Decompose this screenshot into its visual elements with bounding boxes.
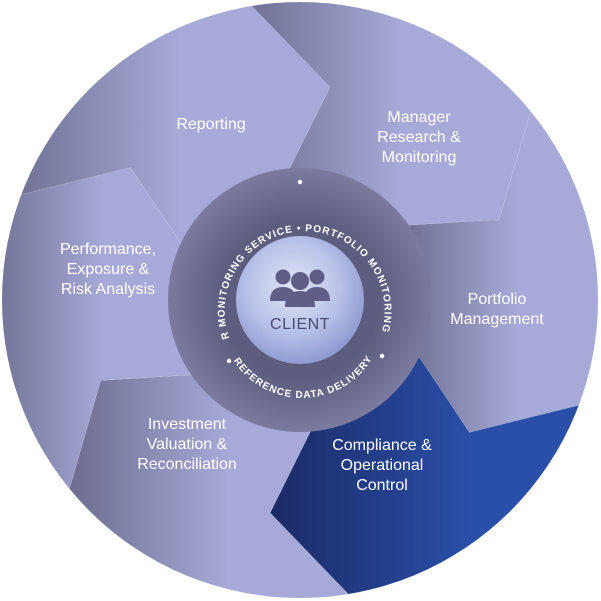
segment-label-line: Investment — [148, 416, 227, 433]
people-group-icon — [270, 269, 330, 307]
segment-performance-label: Performance, Exposure & Risk Analysis — [60, 241, 156, 298]
ring-separator-dot — [226, 358, 232, 364]
segment-label-line: Research & — [377, 129, 461, 146]
segment-label-line: Risk Analysis — [61, 281, 155, 298]
segment-label-line: Manager — [387, 109, 451, 126]
client-label: CLIENT — [270, 316, 330, 333]
segment-seam — [233, 2, 331, 182]
segment-seam — [394, 85, 539, 227]
segment-label-line: Reporting — [176, 116, 245, 133]
segment-label-line: Compliance & — [332, 437, 432, 454]
segment-portfolio-management-wedge[interactable] — [394, 85, 601, 433]
segment-label-line: Reconciliation — [137, 456, 237, 473]
segment-seam — [61, 373, 206, 515]
segment-label-line: Performance, — [60, 241, 156, 258]
segment-seam — [2, 167, 190, 256]
segment-label-line: Operational — [341, 457, 424, 474]
segment-label-line: Portfolio — [468, 291, 527, 308]
segment-seam — [410, 344, 598, 433]
segment-label-line: Monitoring — [382, 149, 457, 166]
segment-label-line: Exposure & — [67, 261, 150, 278]
segment-label-line: Control — [356, 477, 408, 494]
segment-reporting-label: Reporting — [176, 116, 245, 133]
ring-separator-dot — [297, 179, 303, 185]
ring-separator-dot — [379, 353, 385, 359]
segment-performance-wedge[interactable] — [0, 167, 206, 515]
segment-label-line: Valuation & — [147, 436, 228, 453]
segment-seam — [269, 418, 367, 598]
segment-label-line: Management — [450, 311, 544, 328]
